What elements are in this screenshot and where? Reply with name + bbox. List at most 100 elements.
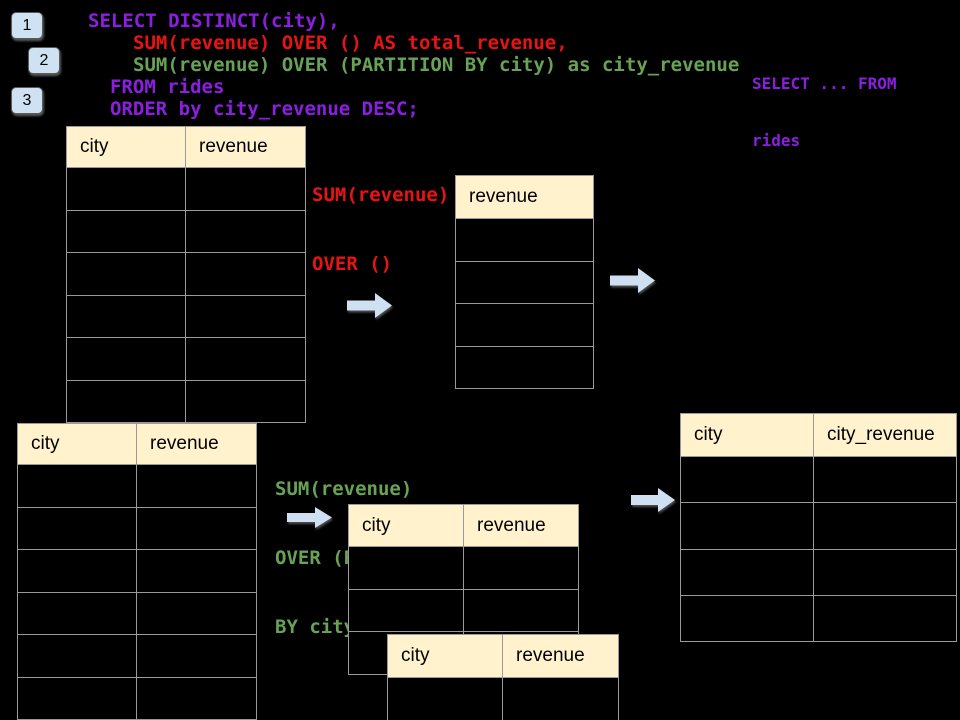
table-cell [137, 635, 256, 677]
column-header: city [349, 505, 464, 546]
table-row [18, 464, 256, 507]
table-row [456, 345, 593, 389]
table-cell [349, 547, 464, 589]
table-cell [349, 589, 464, 631]
table-cell [18, 465, 137, 507]
table-cell [814, 457, 956, 502]
annotation-line: SUM(revenue) [275, 478, 413, 500]
column-header: revenue [516, 645, 585, 666]
table-header-row: city revenue [18, 424, 256, 464]
table-row [18, 506, 256, 550]
table-row [18, 591, 256, 635]
table-row [349, 546, 578, 589]
table-cell [681, 503, 814, 549]
table-header-row: revenue [456, 176, 593, 218]
sql-line-from: FROM rides [110, 76, 225, 98]
table-cell [456, 347, 593, 389]
table-cell [503, 678, 618, 720]
table-cell [186, 253, 305, 295]
table-row [67, 252, 305, 295]
table-cell [137, 465, 256, 507]
table-row [67, 167, 305, 210]
table-cell [18, 635, 137, 677]
table-cell [186, 168, 305, 210]
step-badge-3: 3 [11, 87, 43, 114]
column-header: city [388, 635, 503, 677]
arrow-right-icon [610, 268, 655, 293]
table-cell [186, 338, 305, 380]
table-row [67, 337, 305, 380]
step-badge-1: 1 [11, 12, 43, 39]
column-header: city_revenue [827, 424, 935, 445]
table-row [456, 218, 593, 261]
sql-line-select: SELECT DISTINCT(city), [88, 10, 340, 32]
table-cell [456, 304, 593, 346]
annotation-line: SUM(revenue) [312, 184, 450, 206]
table-cell [18, 677, 137, 719]
table-cell [681, 549, 814, 595]
table-row [18, 634, 256, 677]
table-row [456, 303, 593, 346]
sql-line-order-by: ORDER by city_revenue DESC; [110, 98, 419, 120]
arrow-right-icon [287, 507, 332, 528]
table-header-row: city revenue [349, 505, 578, 546]
table-row [349, 588, 578, 632]
column-header: revenue [477, 514, 546, 536]
table-cell [186, 296, 305, 338]
annotation-total-revenue: SUM(revenue) OVER () [312, 138, 449, 322]
column-header: city [67, 127, 186, 167]
arrow-right-icon [347, 293, 392, 318]
table-cell [137, 508, 256, 550]
table-cell [186, 211, 305, 253]
arrow-right-icon [631, 488, 675, 512]
table-cell [814, 550, 956, 595]
table-cell [67, 210, 186, 252]
table-row [18, 676, 256, 720]
column-header: revenue [150, 433, 219, 454]
table-cell [137, 593, 256, 635]
side-note-line: rides [752, 131, 801, 150]
table-cell [18, 550, 137, 592]
table-cell [67, 253, 186, 295]
sql-line-city-revenue: SUM(revenue) OVER (PARTITION BY city) as… [133, 54, 740, 76]
side-note-line: SELECT ... FROM [752, 74, 897, 93]
table-rides-source-top: city revenue [66, 126, 306, 423]
table-header-row: city revenue [388, 635, 618, 677]
table-rides-source-bottom: city revenue [17, 423, 257, 720]
table-cell [67, 295, 186, 337]
sql-line-total-revenue: SUM(revenue) OVER () AS total_revenue, [133, 32, 568, 54]
table-row [388, 677, 618, 720]
column-header: city [681, 414, 814, 456]
table-cell [67, 338, 186, 380]
table-cell [137, 678, 256, 720]
table-cell [681, 595, 814, 642]
table-row [67, 209, 305, 253]
table-row [67, 379, 305, 423]
table-partition-front: city revenue [387, 634, 619, 720]
table-cell [456, 219, 593, 261]
table-cell [814, 503, 956, 548]
table-cell [186, 381, 305, 423]
table-cell [388, 678, 503, 720]
table-row [681, 502, 956, 549]
table-cell [464, 547, 578, 589]
table-row [681, 456, 956, 503]
table-header-row: city revenue [67, 127, 305, 167]
table-row [456, 260, 593, 304]
table-city-revenue-result: city city_revenue [680, 413, 957, 643]
column-header: city [18, 424, 137, 464]
table-cell [67, 168, 186, 210]
column-header: revenue [199, 136, 268, 157]
table-cell [814, 596, 956, 641]
annotation-line: OVER () [312, 253, 393, 275]
table-total-revenue-result: revenue [455, 175, 594, 389]
table-row [67, 294, 305, 338]
table-cell [18, 592, 137, 634]
step-badge-2: 2 [28, 47, 60, 74]
table-row [681, 594, 956, 642]
side-note-select-from-rides: SELECT ... FROM rides [752, 36, 897, 188]
table-cell [67, 380, 186, 422]
table-cell [464, 590, 578, 632]
table-row [18, 549, 256, 592]
